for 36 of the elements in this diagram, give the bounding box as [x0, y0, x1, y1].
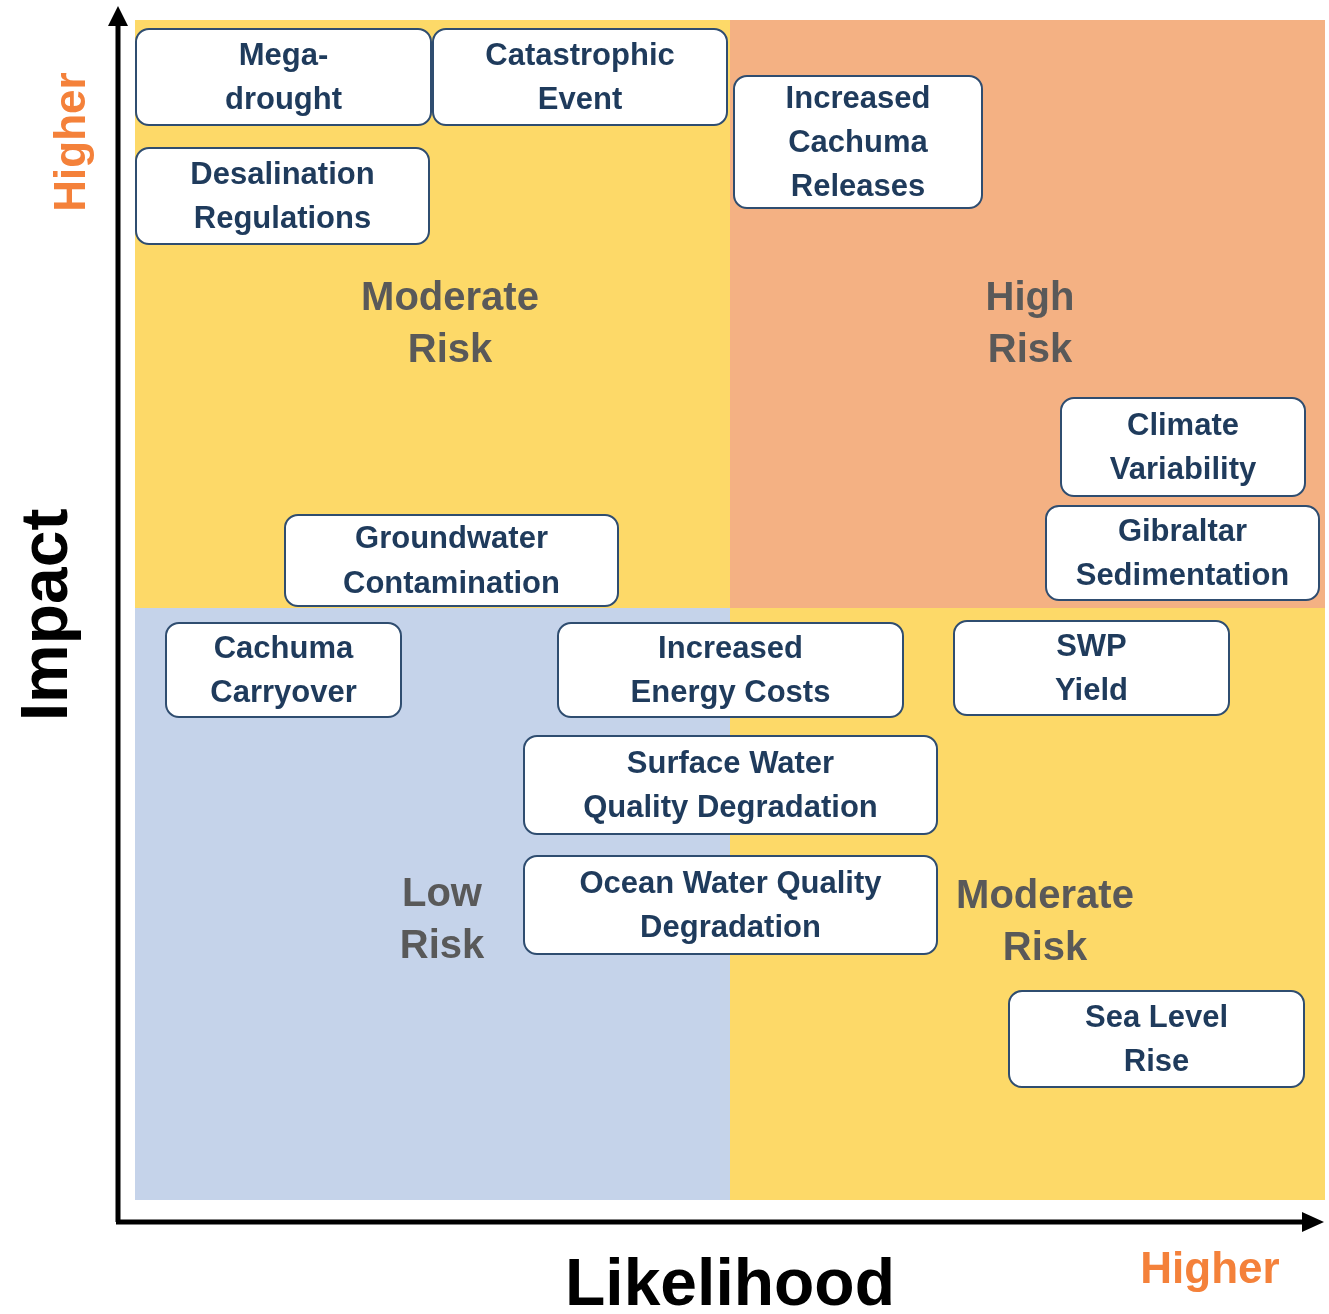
risk-box: [557, 622, 904, 718]
axis-title: Impact: [6, 508, 82, 722]
risk-label: Climate Variability: [1108, 406, 1258, 488]
quadrant-label: Moderate Risk: [361, 273, 539, 372]
risk-label: Increased Cachuma Releases: [784, 79, 932, 205]
risk-box: [1008, 990, 1305, 1088]
risk-box: [953, 620, 1230, 716]
risk-box: [432, 28, 728, 126]
risk-label: Desalination Regulations: [189, 155, 376, 237]
risk-box: [523, 855, 938, 955]
risk-quadrant: [135, 20, 730, 608]
quadrant-label: Moderate Risk: [956, 871, 1134, 970]
quadrant-label: Low Risk: [399, 869, 485, 968]
risk-label: Increased Energy Costs: [629, 629, 832, 711]
risk-quadrant: [730, 20, 1325, 608]
risk-box: [1045, 505, 1320, 601]
risk-label: Cachuma Carryover: [209, 629, 358, 711]
risk-label: Mega- drought: [223, 36, 344, 118]
quadrant-label: High Risk: [985, 273, 1075, 372]
risk-box: [165, 622, 402, 718]
risk-box: [1060, 397, 1306, 497]
axis-title: Likelihood: [565, 1244, 895, 1314]
risk-label: SWP Yield: [1054, 627, 1129, 709]
risk-label: Catastrophic Event: [484, 36, 676, 118]
risk-label: Surface Water Quality Degradation: [582, 744, 879, 826]
risk-label: Ocean Water Quality Degradation: [578, 864, 883, 946]
risk-box: [135, 28, 432, 126]
risk-box: [523, 735, 938, 835]
risk-label: Gibraltar Sedimentation: [1074, 512, 1291, 594]
risk-box: [284, 514, 619, 607]
axis-end-label: Higher: [45, 72, 95, 212]
risk-label: Groundwater Contamination: [342, 519, 561, 602]
axis-end-label: Higher: [1140, 1243, 1280, 1293]
risk-label: Sea Level Rise: [1083, 998, 1229, 1080]
risk-box: [135, 147, 430, 245]
risk-box: [733, 75, 983, 209]
